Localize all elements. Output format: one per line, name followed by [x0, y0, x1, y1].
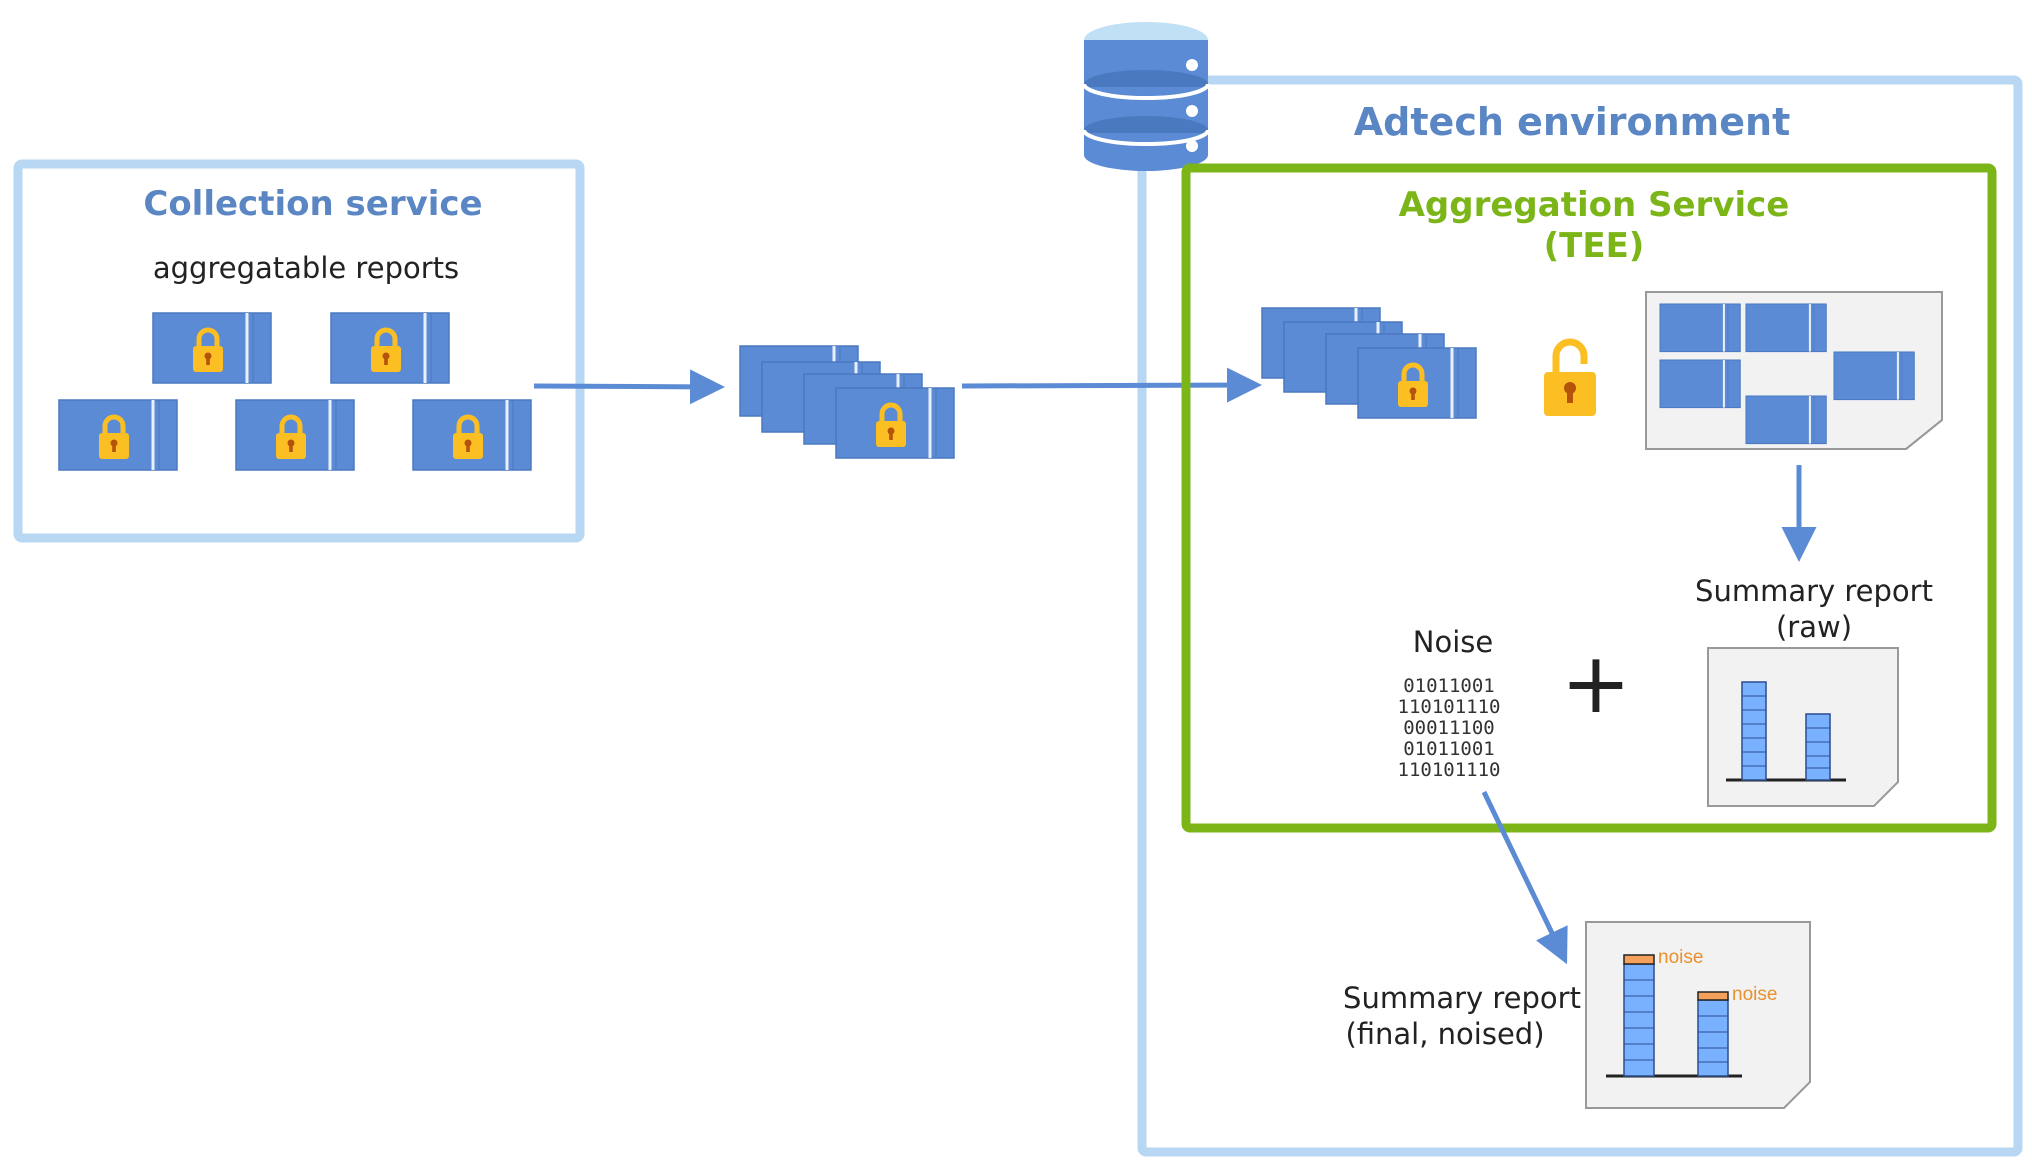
bar — [1805, 713, 1831, 781]
flow-arrow — [533, 369, 725, 405]
tee-label: (TEE) — [1544, 226, 1645, 266]
report-card — [57, 398, 179, 472]
summary-report-final: noise noise — [1585, 921, 1811, 1109]
bar — [1623, 963, 1655, 1077]
collection-service-title: Collection service — [143, 184, 482, 224]
summary-report-raw-sublabel: (raw) — [1776, 610, 1852, 644]
noise-bit-row: 00011100 — [1403, 717, 1495, 739]
noise-bit-row: 01011001 — [1403, 738, 1495, 760]
report-card — [411, 398, 533, 472]
noise-bit-row: 01011001 — [1403, 675, 1495, 697]
aggregatable-reports-label: aggregatable reports — [153, 251, 459, 285]
report-card — [234, 398, 356, 472]
noise-bit-row: 110101110 — [1398, 696, 1501, 718]
summary-report-final-sublabel: (final, noised) — [1345, 1017, 1544, 1051]
plus-operator: + — [1561, 634, 1631, 732]
noise-tag: noise — [1658, 947, 1703, 968]
noise-segment — [1623, 954, 1655, 965]
report-batch — [1260, 306, 1478, 420]
summary-report-final-label: Summary report — [1343, 981, 1581, 1015]
summary-report-raw-label: Summary report — [1695, 574, 1933, 608]
adtech-environment: Adtech environment — [1137, 75, 2023, 1157]
flow-arrow — [961, 367, 1262, 403]
summary-report-raw — [1707, 647, 1899, 807]
report-batch — [738, 344, 956, 460]
database-icon — [1082, 22, 1210, 171]
aggregation-service-title: Aggregation Service — [1399, 185, 1790, 225]
unlocked-icon — [1544, 338, 1596, 416]
bar — [1741, 681, 1767, 781]
report-card — [151, 311, 273, 385]
noise-bit-row: 110101110 — [1398, 759, 1501, 781]
noise-label: Noise — [1413, 625, 1493, 659]
report-card — [329, 311, 451, 385]
noise-segment — [1697, 991, 1729, 1001]
bar — [1697, 999, 1729, 1077]
noise-tag: noise — [1732, 984, 1777, 1005]
adtech-environment-title: Adtech environment — [1354, 100, 1790, 144]
aggregation-service: Aggregation Service (TEE) — [1181, 163, 1997, 833]
decrypted-reports-sheet — [1645, 291, 1943, 450]
flow-arrow — [1481, 790, 1568, 965]
noise-bits: 01011001 110101110 00011100 01011001 110… — [1398, 675, 1501, 781]
collection-service: Collection service aggregatable reports — [13, 159, 585, 543]
